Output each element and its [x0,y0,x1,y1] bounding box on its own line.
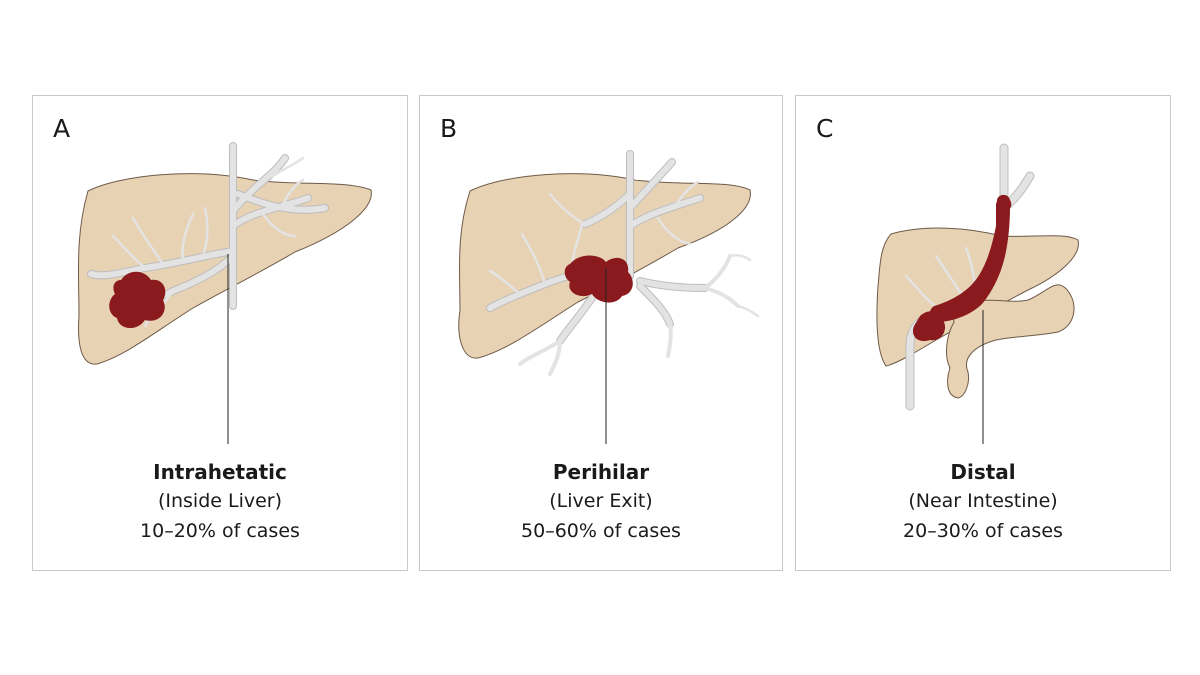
case-frequency: 20–30% of cases [903,520,1063,542]
tumor-location: (Near Intestine) [908,490,1058,512]
tumor-mass [564,255,633,303]
tumor-type-name: Distal [950,460,1016,484]
panel-intrahepatic: A [32,95,408,571]
tumor-location: (Liver Exit) [549,490,653,512]
panel-letter: B [440,114,458,143]
perihilar-diagram [458,150,760,444]
caption-perihilar: Perihilar (Liver Exit) 50–60% of cases [420,458,782,546]
case-frequency: 10–20% of cases [140,520,300,542]
panel-letter: A [53,114,71,143]
tumor-mass [912,194,1012,342]
case-frequency: 50–60% of cases [521,520,681,542]
distal-diagram [876,143,1079,444]
panel-letter: C [816,114,834,143]
tumor-location: (Inside Liver) [157,490,283,512]
caption-distal: Distal (Near Intestine) 20–30% of cases [796,458,1170,546]
duodenum-shape [946,284,1075,399]
panel-perihilar: B [419,95,783,571]
tumor-type-name: Intrahetatic [153,460,287,484]
tumor-type-name: Perihilar [552,460,650,484]
panel-distal: C Distal (Near Intesti [795,95,1171,571]
caption-intrahepatic: Intrahetatic (Inside Liver) 10–20% of ca… [33,458,407,546]
intrahepatic-diagram [77,142,372,444]
tumor-mass [109,271,166,329]
